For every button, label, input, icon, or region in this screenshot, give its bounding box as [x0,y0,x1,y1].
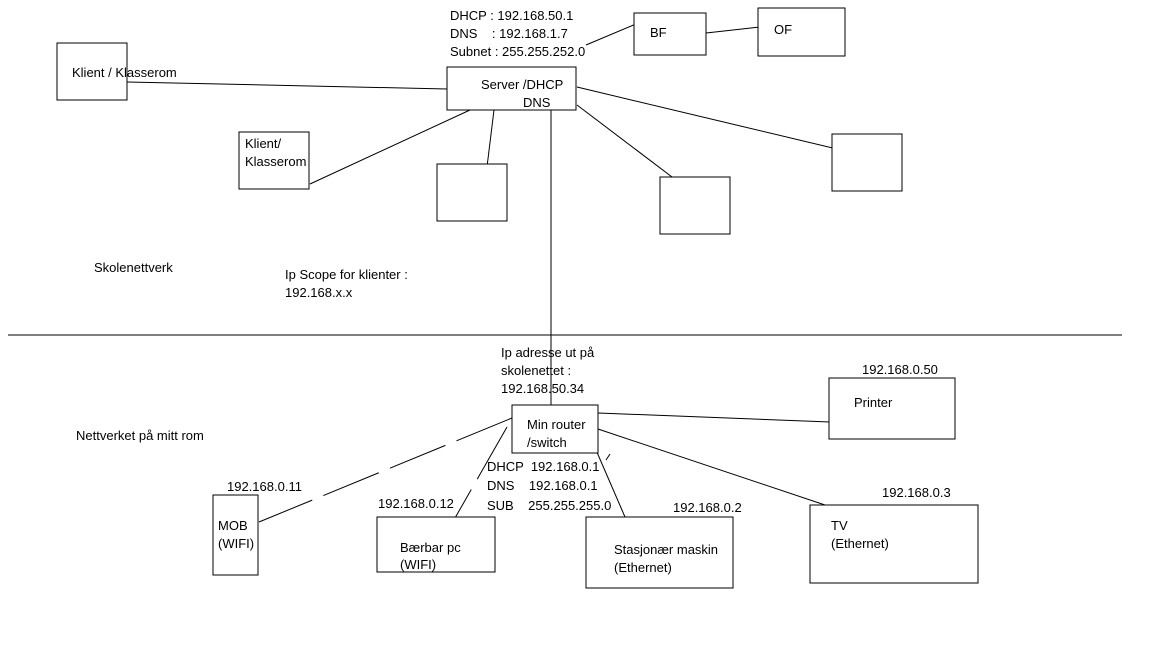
client2-box [238,131,310,190]
link-client1-server [126,81,448,90]
mob-label-line2: (WIFI) [218,536,255,551]
server-dhcp-info: DHCP : 192.168.50.1 [450,8,574,23]
link-router-printer [597,412,831,423]
laptop-label-line1: Bærbar pc [400,540,461,555]
link-bf-of [705,26,761,34]
router-dns-info: DNS 192.168.0.1 [487,478,598,493]
school-network-label: Skolenettverk [94,260,173,275]
link-server-box2 [576,104,677,181]
printer-label: Printer [854,395,893,410]
of-box [757,7,846,57]
client1-box [56,42,128,101]
of-label: OF [774,22,793,37]
link-server-bf [585,23,637,46]
empty-box-2 [659,176,731,235]
server-subnet-info: Subnet : 255.255.252.0 [450,44,586,59]
tv-ip: 192.168.0.3 [882,485,951,500]
link-server-client2 [309,109,471,185]
empty-box-3 [831,133,903,192]
link-router-laptop-wifi [454,426,508,519]
desktop-box [585,516,734,589]
bf-box [633,12,707,56]
tv-label-line1: TV [831,518,848,533]
router-label-line1: Min router [527,417,586,432]
mob-ip: 192.168.0.11 [227,479,302,494]
laptop-ip: 192.168.0.12 [378,496,454,511]
uplink-ip-line3: 192.168.50.34 [501,381,585,396]
laptop-label-line2: (WIFI) [400,557,437,572]
tv-label-line2: (Ethernet) [831,536,889,551]
tv-box [809,504,979,584]
link-router-tv [597,428,829,507]
printer-box [828,377,956,440]
uplink-ip-line2: skolenettet : [501,363,572,378]
empty-box-1 [436,163,508,222]
desktop-label-line2: (Ethernet) [614,560,672,575]
ip-scope-line2: 192.168.x.x [285,285,353,300]
link-server-box3 [576,86,863,156]
link-tick [605,453,611,461]
desktop-label-line1: Stasjonær maskin [614,542,719,557]
server-label-line1: Server /DHCP [481,77,564,92]
router-label-line2: /switch [527,435,567,450]
client2-label-line2: Klasserom [245,154,307,169]
link-router-desktop [595,449,626,518]
mob-label-line1: MOB [218,518,248,533]
router-dhcp-info: DHCP 192.168.0.1 [487,459,600,474]
home-network-label: Nettverket på mitt rom [76,428,204,443]
desktop-ip: 192.168.0.2 [673,500,742,515]
server-label-line2: DNS [523,95,551,110]
server-dns-info: DNS : 192.168.1.7 [450,26,568,41]
bf-label: BF [650,25,667,40]
link-router-mob-wifi [258,417,513,523]
uplink-ip-line1: Ip adresse ut på [501,345,595,360]
printer-ip: 192.168.0.50 [862,362,938,377]
laptop-box [376,516,496,573]
router-box [511,404,599,454]
client1-label: Klient / Klasserom [72,65,177,80]
ip-scope-line1: Ip Scope for klienter : [285,267,408,282]
router-sub-info: SUB 255.255.255.0 [487,498,612,513]
client2-label-line1: Klient/ [245,136,282,151]
mob-box [212,494,259,576]
server-box [446,66,577,111]
